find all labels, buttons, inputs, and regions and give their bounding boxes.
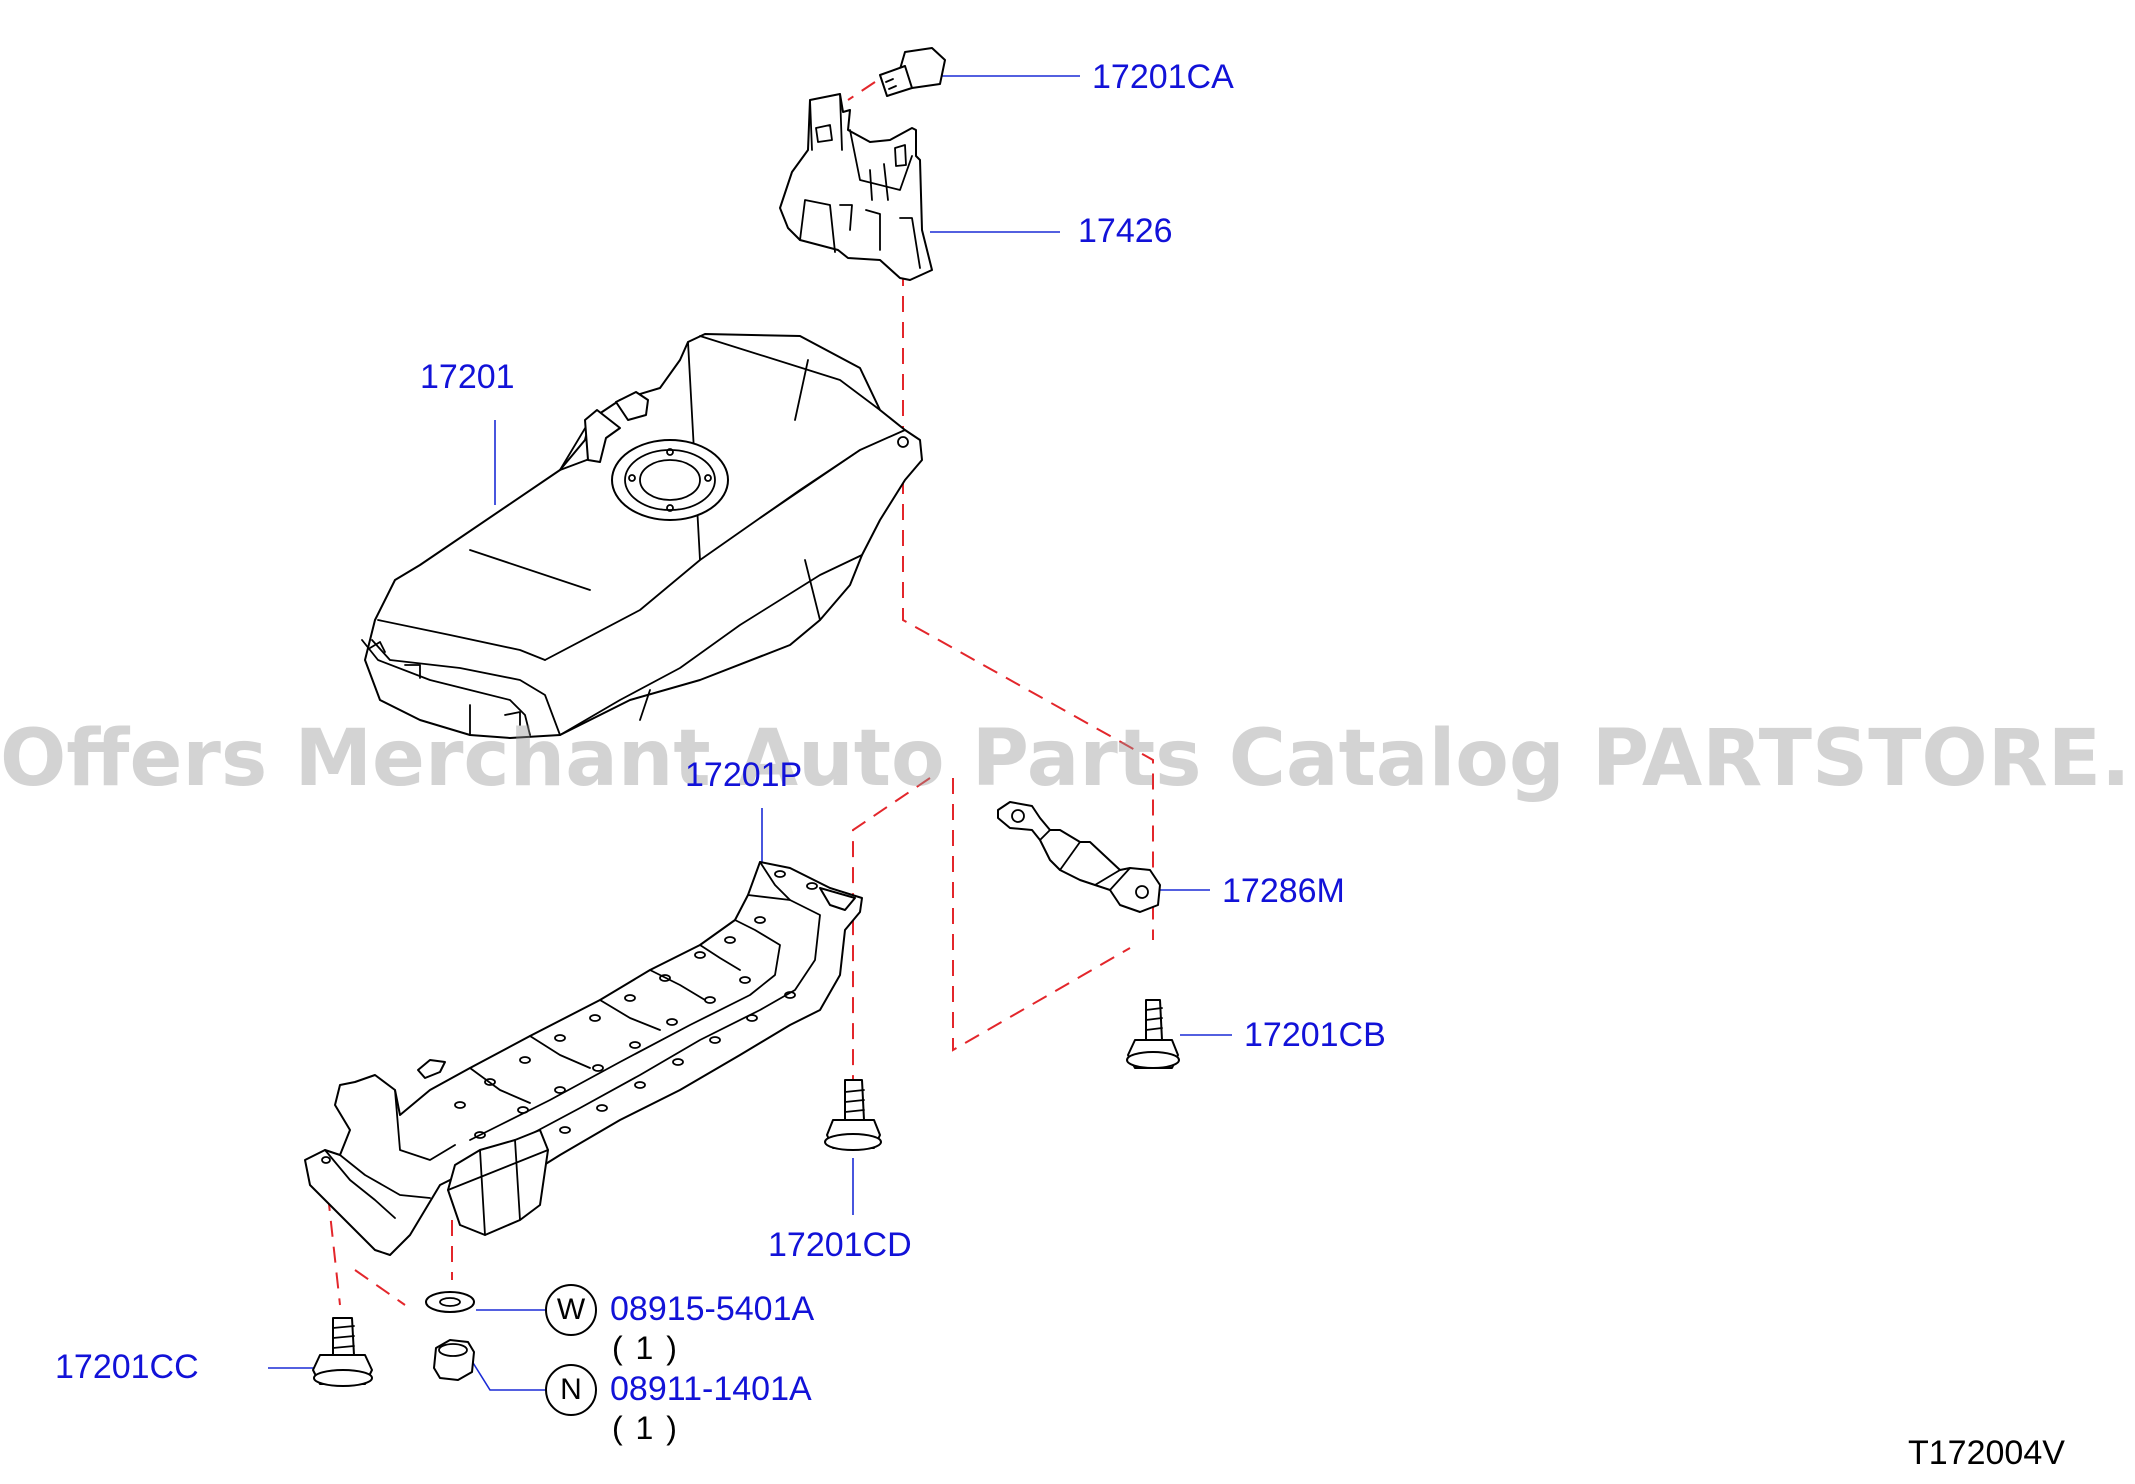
nut-icon [433,1339,475,1381]
washer-symbol: W [545,1284,597,1336]
label-nut-part[interactable]: 08911-1401A [610,1370,812,1408]
label-17426[interactable]: 17426 [1078,212,1173,250]
diagram-code: T172004V [1908,1434,2065,1472]
label-17201CB[interactable]: 17201CB [1244,1016,1386,1054]
label-17201[interactable]: 17201 [420,358,515,396]
washer-icon [425,1291,475,1313]
under-cover-17201P-icon [304,861,863,1256]
bolt-17201CB-icon [1126,999,1180,1069]
label-17201CC[interactable]: 17201CC [55,1348,199,1386]
label-17201P[interactable]: 17201P [685,756,803,794]
bolt-17201CD-icon [824,1079,882,1151]
cover-holes [321,870,818,1164]
bolt-17201CC-icon [312,1317,373,1387]
alignment-dashed-lines [327,81,1154,1306]
strap-17286M-icon [997,801,1161,913]
washer-quantity: ( 1 ) [612,1330,679,1366]
label-washer-part[interactable]: 08915-5401A [610,1290,815,1328]
nut-quantity: ( 1 ) [612,1410,679,1446]
label-17286M[interactable]: 17286M [1222,872,1345,910]
label-17201CA[interactable]: 17201CA [1092,58,1234,96]
bolt-17201CA-icon [879,47,946,97]
nut-symbol: N [545,1364,597,1416]
label-17201CD[interactable]: 17201CD [768,1226,912,1264]
fuel-tank-17201-icon [361,333,923,739]
leader-lines [268,75,1232,1391]
protector-bracket-17426-icon [779,93,933,281]
watermark: Offers Merchant Auto Parts Catalog PARTS… [0,714,2135,804]
